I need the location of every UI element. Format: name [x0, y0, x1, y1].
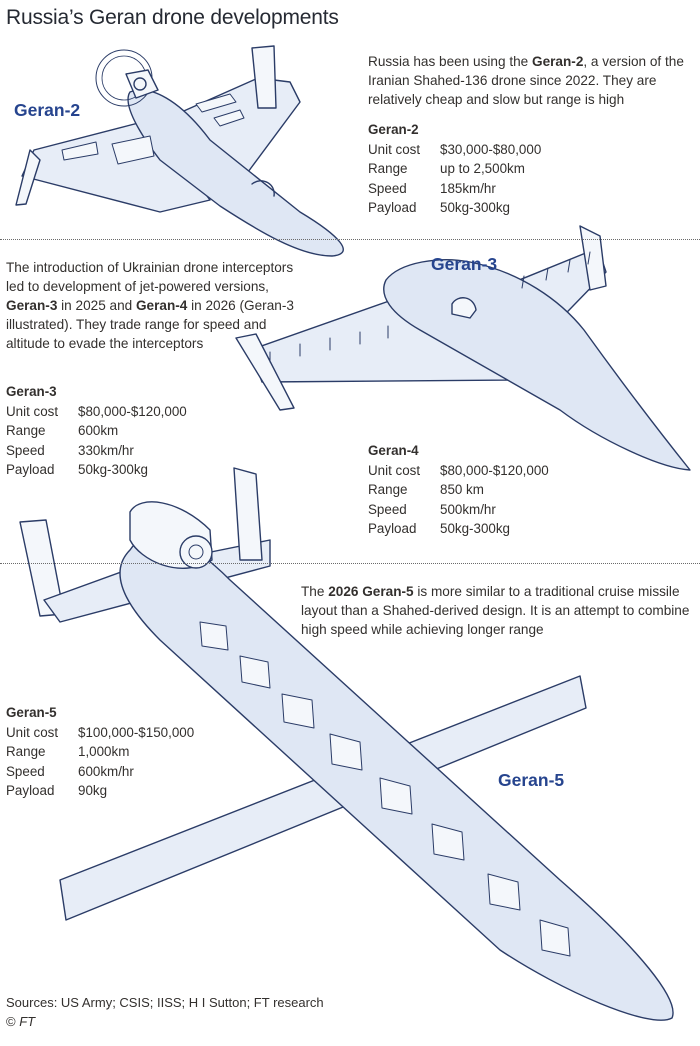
jet-versions-paragraph: The introduction of Ukrainian drone inte…: [6, 260, 294, 351]
section-divider-2: [0, 563, 700, 564]
copyright-credit: © FT: [6, 1014, 36, 1029]
page-title: Russia’s Geran drone developments: [6, 6, 339, 29]
geran5-spec-table: Geran-5 Unit cost$100,000-$150,000 Range…: [6, 705, 195, 798]
geran2-label: Geran-2: [14, 100, 81, 120]
geran5-drone-drawing: [19, 467, 674, 1021]
sources-footnote: Sources: US Army; CSIS; IISS; H I Sutton…: [6, 995, 324, 1010]
geran5-intro-paragraph: The 2026 Geran-5 is more similar to a tr…: [301, 584, 690, 637]
geran5-label: Geran-5: [498, 770, 565, 790]
geran2-intro-paragraph: Russia has been using the Geran-2, a ver…: [368, 54, 684, 107]
geran2-drone-drawing: [15, 45, 344, 257]
geran3-drone-drawing: [235, 225, 691, 471]
geran3-label: Geran-3: [431, 254, 498, 274]
section-divider-1: [0, 239, 700, 240]
